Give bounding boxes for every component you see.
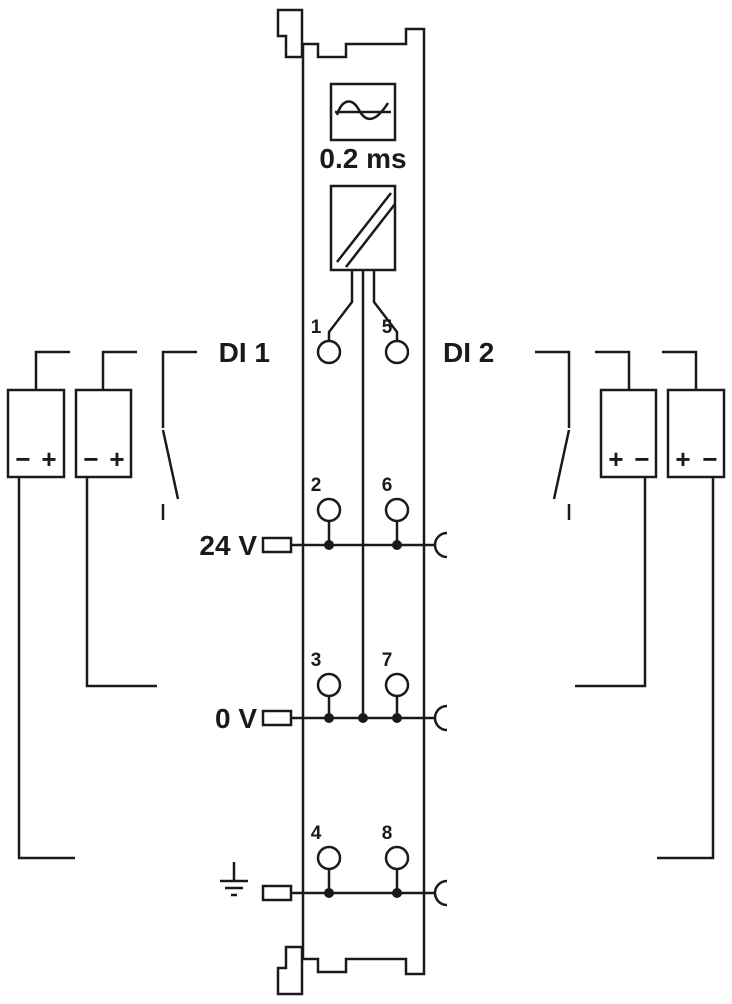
junction-dot	[392, 713, 402, 723]
internal-wiring	[291, 270, 436, 898]
din-clip-top	[276, 8, 304, 59]
pin-2	[316, 497, 342, 523]
sensor-a-wire-bottom	[17, 477, 75, 860]
junction-dot	[358, 713, 368, 723]
filter-symbol	[329, 82, 397, 142]
rail-0v-label: 0 V	[215, 703, 257, 734]
entry-connector-24v	[261, 536, 293, 554]
sensor-c-wire-bottom	[575, 477, 647, 688]
sensor-d: + −	[657, 350, 726, 860]
pin-6-label: 6	[382, 475, 393, 496]
sensor-a: − +	[6, 350, 75, 860]
sensor-d-wire-bottom	[657, 477, 715, 860]
sensor-b-minus-label: −	[83, 444, 98, 474]
sensor-d-minus-label: −	[702, 444, 717, 474]
entry-connector-0v	[261, 709, 293, 727]
pin-8	[384, 845, 410, 871]
module-body	[301, 27, 426, 976]
sensor-a-box	[6, 388, 66, 479]
switch-left	[161, 350, 197, 520]
sensor-b-plus-label: +	[109, 444, 124, 474]
isolation-symbol	[329, 184, 397, 272]
sensor-c-plus-label: +	[608, 444, 623, 474]
switch-right	[535, 350, 571, 520]
sensor-b-wire-bottom	[85, 477, 157, 688]
pin-4-label: 4	[311, 823, 322, 844]
power-jumper-contact-icon	[433, 704, 448, 732]
sensor-c: + −	[575, 350, 658, 688]
pin-6	[384, 497, 410, 523]
earth-ground-icon	[220, 862, 248, 897]
sensor-a-minus-label: −	[15, 444, 30, 474]
pin-8-label: 8	[382, 823, 393, 844]
rail-24v-label: 24 V	[199, 530, 257, 561]
filter-time-label: 0.2 ms	[319, 143, 406, 174]
galvanic-isolation-icon	[345, 203, 396, 268]
sensor-d-wire-top	[662, 350, 698, 390]
switch-right-wire-top	[535, 350, 571, 428]
entry-connector-earth	[261, 884, 293, 902]
sensor-c-wire-top	[595, 350, 631, 390]
junction-dot	[324, 888, 334, 898]
switch-left-wire-top	[161, 350, 197, 428]
sensor-a-plus-label: +	[41, 444, 56, 474]
power-jumper-contact-icon	[433, 531, 448, 559]
pin-5	[384, 339, 410, 365]
sensor-a-wire-top	[34, 350, 70, 390]
junction-dot	[392, 888, 402, 898]
pin-3	[316, 672, 342, 698]
junction-dot	[324, 713, 334, 723]
pin-7	[384, 672, 410, 698]
pin-2-label: 2	[311, 475, 322, 496]
din-clip-bottom	[276, 945, 304, 996]
pin-4	[316, 845, 342, 871]
wire-opto-to-pin5	[372, 270, 399, 341]
normally-open-contact-icon	[161, 429, 180, 500]
sensor-c-box	[599, 388, 658, 479]
junction-dot	[392, 540, 402, 550]
pin-5-label: 5	[382, 317, 393, 338]
sensor-b-wire-top	[101, 350, 137, 390]
wire-opto-to-pin1	[327, 270, 354, 341]
sensor-d-box	[666, 388, 726, 479]
pin-3-label: 3	[311, 650, 322, 671]
pin-1-label: 1	[311, 317, 322, 338]
sensor-c-minus-label: −	[634, 444, 649, 474]
galvanic-isolation-icon	[336, 192, 392, 263]
pin-7-label: 7	[382, 650, 393, 671]
sensor-b-box	[74, 388, 133, 479]
sensor-b: − +	[74, 350, 157, 688]
junction-dot	[324, 540, 334, 550]
di2-label: DI 2	[443, 337, 494, 368]
sine-wave-icon	[335, 100, 390, 121]
sensor-d-plus-label: +	[675, 444, 690, 474]
normally-open-contact-icon	[552, 429, 571, 500]
pin-1	[316, 339, 342, 365]
power-jumper-contact-icon	[433, 879, 448, 907]
pins	[316, 339, 410, 871]
di1-label: DI 1	[219, 337, 270, 368]
